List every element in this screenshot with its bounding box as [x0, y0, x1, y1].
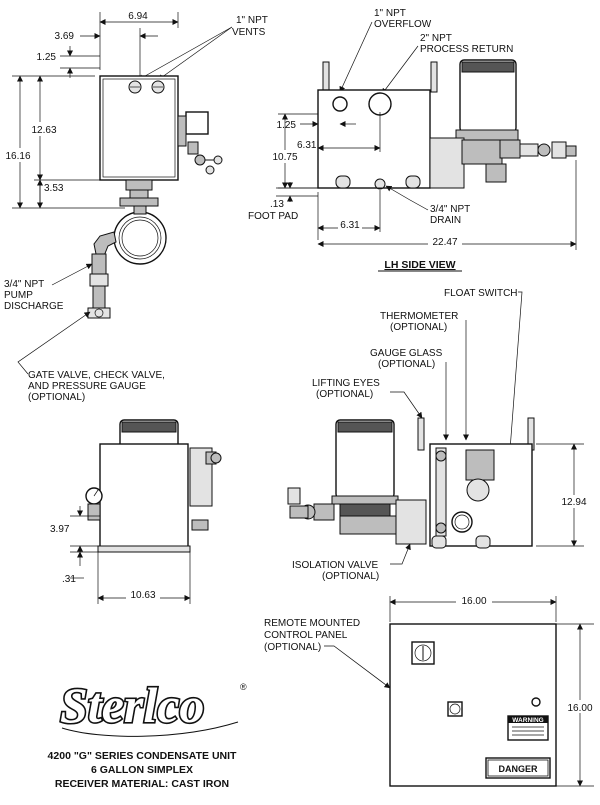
receiver-tank — [99, 75, 179, 181]
control-panel-view: REMOTE MOUNTED CONTROL PANEL (OPTIONAL) … — [264, 593, 598, 787]
dim-bottom: 3.53 — [44, 183, 64, 194]
return-port — [368, 92, 392, 116]
dim-side-125: 1.25 — [277, 120, 297, 131]
dim-side-overall: 22.47 — [432, 237, 457, 248]
dim-side-height: 10.75 — [272, 152, 297, 163]
label-panel-2: CONTROL PANEL — [264, 630, 348, 641]
dim-top-width: 6.94 — [128, 11, 148, 22]
label-gauge-glass-1: GAUGE GLASS — [370, 348, 443, 359]
label-isolation-2: (OPTIONAL) — [322, 571, 379, 582]
front-tank — [99, 443, 189, 549]
label-foot-pad: FOOT PAD — [248, 211, 298, 222]
drain-port — [374, 178, 386, 190]
label-valves-3: (OPTIONAL) — [28, 392, 85, 403]
dim-overall-height: 16.16 — [5, 151, 30, 162]
label-isolation-1: ISOLATION VALVE — [292, 560, 378, 571]
title-line-3: RECEIVER MATERIAL: CAST IRON — [55, 778, 229, 790]
float-switch — [465, 449, 495, 481]
dim-body-height: 12.63 — [31, 125, 56, 136]
label-overflow-2: OVERFLOW — [374, 19, 432, 30]
registered-mark: ® — [240, 682, 247, 692]
dim-inlet-offset: 3.69 — [55, 31, 75, 42]
title-line-1: 4200 "G" SERIES CONDENSATE UNIT — [48, 750, 237, 762]
panel-indicator-light — [531, 697, 541, 707]
title-block: 4200 "G" SERIES CONDENSATE UNIT 6 GALLON… — [48, 750, 237, 790]
warning-label: WARNING — [512, 717, 543, 724]
label-return-2: PROCESS RETURN — [420, 44, 513, 55]
label-float-switch: FLOAT SWITCH — [444, 288, 518, 299]
float-switch-box — [185, 111, 209, 135]
brand-block: Sterlco ® — [58, 675, 247, 737]
dim-rear-1294: 12.94 — [561, 497, 586, 508]
dim-front-397: 3.97 — [50, 524, 70, 535]
dim-front-31: .31 — [62, 574, 76, 585]
dim-foot-pad: .13 — [270, 199, 284, 210]
dim-panel-height: 16.00 — [567, 703, 592, 714]
top-view: 6.94 3.69 1" NPT VENTS 1.25 16.16 12.63 … — [4, 11, 268, 403]
label-overflow-1: 1" NPT — [374, 8, 406, 19]
danger-label: DANGER — [498, 764, 538, 774]
label-drain-1: 3/4" NPT — [430, 204, 470, 215]
side-view-title: LH SIDE VIEW — [384, 259, 455, 271]
side-view: 1" NPT OVERFLOW 2" NPT PROCESS RETURN — [248, 8, 577, 272]
label-thermometer-2: (OPTIONAL) — [390, 322, 447, 333]
dim-front-1063: 10.63 — [130, 590, 155, 601]
label-drain-2: DRAIN — [430, 215, 461, 226]
dim-top-gap: 1.25 — [37, 52, 57, 63]
label-return-1: 2" NPT — [420, 33, 452, 44]
label-discharge-1: 3/4" NPT — [4, 279, 44, 290]
title-line-2: 6 GALLON SIMPLEX — [91, 764, 193, 776]
label-valves-2: AND PRESSURE GAUGE — [28, 381, 146, 392]
rear-view: FLOAT SWITCH THERMOMETER (OPTIONAL) GAUG… — [287, 288, 592, 582]
label-discharge-3: DISCHARGE — [4, 301, 64, 312]
label-panel-3: (OPTIONAL) — [264, 642, 321, 653]
dim-side-631-bottom: 6.31 — [340, 220, 360, 231]
sterlco-logo: Sterlco — [60, 677, 204, 733]
label-gauge-glass-2: (OPTIONAL) — [378, 359, 435, 370]
dim-panel-width: 16.00 — [461, 596, 486, 607]
label-lifting-eyes-1: LIFTING EYES — [312, 378, 380, 389]
overflow-port — [332, 96, 348, 112]
front-view: 3.97 .31 10.63 — [50, 419, 222, 604]
label-lifting-eyes-2: (OPTIONAL) — [316, 389, 373, 400]
label-thermometer-1: THERMOMETER — [380, 311, 458, 322]
label-vents-1: 1" NPT — [236, 15, 268, 26]
label-panel-1: REMOTE MOUNTED — [264, 618, 360, 629]
label-vents-2: VENTS — [232, 27, 266, 38]
label-discharge-2: PUMP — [4, 290, 33, 301]
label-valves-1: GATE VALVE, CHECK VALVE, — [28, 370, 165, 381]
dim-side-631-top: 6.31 — [297, 140, 317, 151]
